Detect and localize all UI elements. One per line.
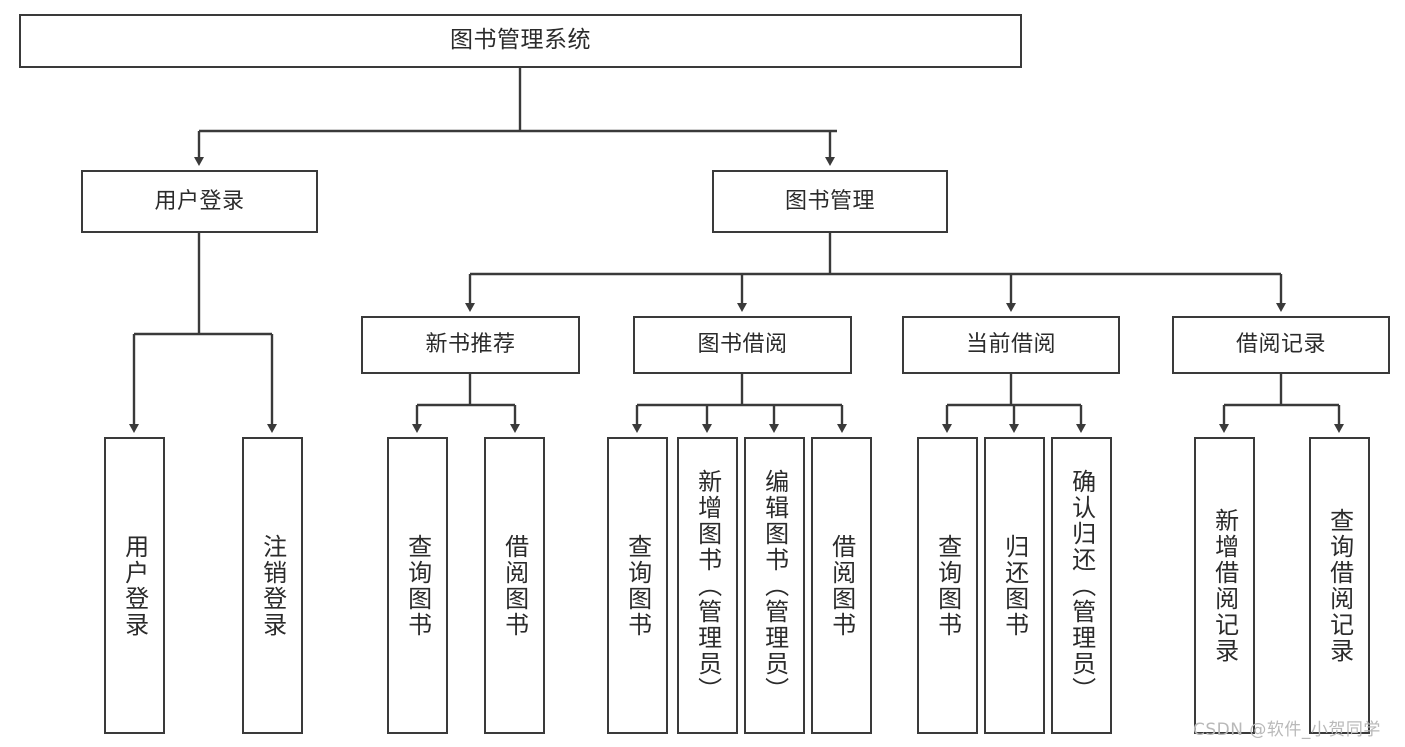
- node-leaf-confirm-return-admin[interactable]: 确认归还（管理员）: [1051, 437, 1112, 734]
- node-borrow-record[interactable]: 借阅记录: [1172, 316, 1390, 374]
- node-new-book-recommend[interactable]: 新书推荐: [361, 316, 580, 374]
- node-user-login-label: 用户登录: [154, 188, 245, 214]
- node-leaf-return-book[interactable]: 归还图书: [984, 437, 1045, 734]
- edge-bookmgmt-to-level2: [465, 233, 1286, 312]
- node-leaf-logout-login[interactable]: 注销登录: [242, 437, 303, 734]
- node-leaf-logout-login-label: 注销登录: [258, 533, 287, 638]
- node-leaf-add-borrow-record[interactable]: 新增借阅记录: [1194, 437, 1255, 734]
- node-leaf-return-book-label: 归还图书: [1000, 533, 1029, 638]
- edge-root-to-level1: [194, 68, 837, 166]
- node-current-borrow[interactable]: 当前借阅: [902, 316, 1120, 374]
- node-leaf-borrow-book[interactable]: 借阅图书: [811, 437, 872, 734]
- node-leaf-query-book-recommend[interactable]: 查询图书: [387, 437, 448, 734]
- watermark: CSDN @软件_小贺同学: [1193, 720, 1381, 740]
- node-leaf-edit-book-admin-label: 编辑图书（管理员）: [760, 468, 789, 703]
- node-leaf-user-login[interactable]: 用户登录: [104, 437, 165, 734]
- node-new-book-recommend-label: 新书推荐: [425, 332, 516, 358]
- node-leaf-add-book-admin-label: 新增图书（管理员）: [693, 468, 722, 703]
- node-leaf-query-book-current-label: 查询图书: [933, 533, 962, 638]
- node-leaf-edit-book-admin[interactable]: 编辑图书（管理员）: [744, 437, 805, 734]
- node-root[interactable]: 图书管理系统: [19, 14, 1022, 68]
- node-book-borrow-label: 图书借阅: [697, 332, 788, 358]
- node-current-borrow-label: 当前借阅: [965, 332, 1056, 358]
- node-book-management-label: 图书管理: [784, 188, 875, 214]
- node-book-borrow[interactable]: 图书借阅: [633, 316, 852, 374]
- node-leaf-borrow-book-label: 借阅图书: [827, 533, 856, 638]
- node-leaf-query-book-borrow[interactable]: 查询图书: [607, 437, 668, 734]
- node-leaf-borrow-book-recommend-label: 借阅图书: [500, 533, 529, 638]
- edge-borrow-to-leaves: [632, 374, 847, 433]
- node-borrow-record-label: 借阅记录: [1235, 332, 1326, 358]
- edge-record-to-leaves: [1219, 374, 1344, 433]
- edge-recommend-to-leaves: [412, 374, 520, 433]
- node-user-login[interactable]: 用户登录: [81, 170, 318, 233]
- node-leaf-query-book-recommend-label: 查询图书: [403, 533, 432, 638]
- edge-userlogin-to-leaves: [129, 233, 277, 433]
- node-leaf-confirm-return-admin-label: 确认归还（管理员）: [1067, 468, 1096, 703]
- node-leaf-query-borrow-record[interactable]: 查询借阅记录: [1309, 437, 1370, 734]
- node-leaf-add-book-admin[interactable]: 新增图书（管理员）: [677, 437, 738, 734]
- node-leaf-user-login-label: 用户登录: [120, 533, 149, 638]
- node-leaf-query-borrow-record-label: 查询借阅记录: [1325, 507, 1354, 664]
- node-book-management[interactable]: 图书管理: [712, 170, 948, 233]
- node-leaf-query-book-borrow-label: 查询图书: [623, 533, 652, 638]
- node-leaf-borrow-book-recommend[interactable]: 借阅图书: [484, 437, 545, 734]
- node-leaf-add-borrow-record-label: 新增借阅记录: [1210, 507, 1239, 664]
- node-leaf-query-book-current[interactable]: 查询图书: [917, 437, 978, 734]
- edge-current-to-leaves: [942, 374, 1086, 433]
- node-root-label: 图书管理系统: [450, 27, 591, 54]
